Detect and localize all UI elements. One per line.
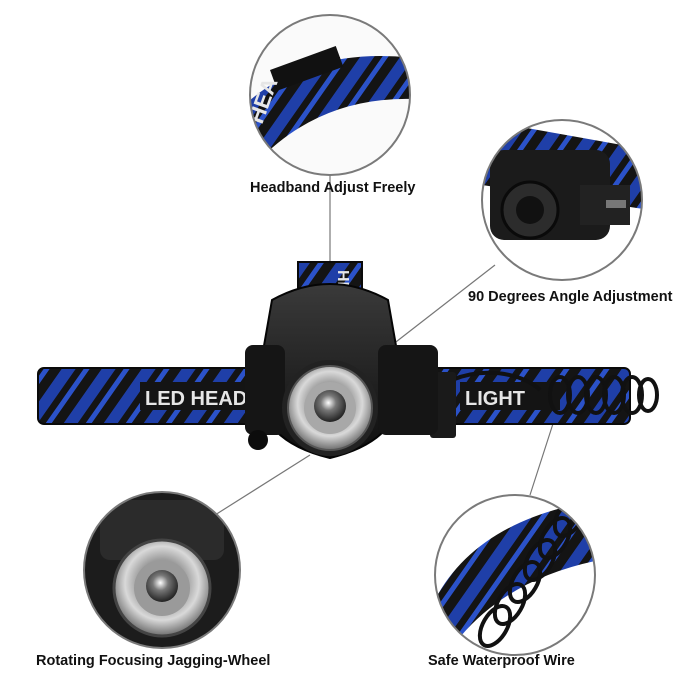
lamp-body: [245, 283, 438, 460]
coiled-wire: [418, 370, 659, 415]
inset-headband: HEA: [249, 14, 411, 176]
inset-wheel: [83, 491, 241, 649]
band-text-right: LIGHT: [465, 388, 525, 410]
label-headband: Headband Adjust Freely: [250, 180, 416, 196]
label-waterproof-wire: Safe Waterproof Wire: [428, 653, 575, 669]
leader-angle: [382, 264, 496, 353]
band-text-left: LED HEAD: [145, 388, 247, 410]
label-focusing-wheel: Rotating Focusing Jagging-Wheel: [36, 653, 271, 669]
label-angle-adjustment: 90 Degrees Angle Adjustment: [468, 289, 673, 305]
leader-wheel: [214, 454, 311, 516]
inset-wire: [434, 494, 596, 656]
inset-angle: [481, 119, 643, 281]
